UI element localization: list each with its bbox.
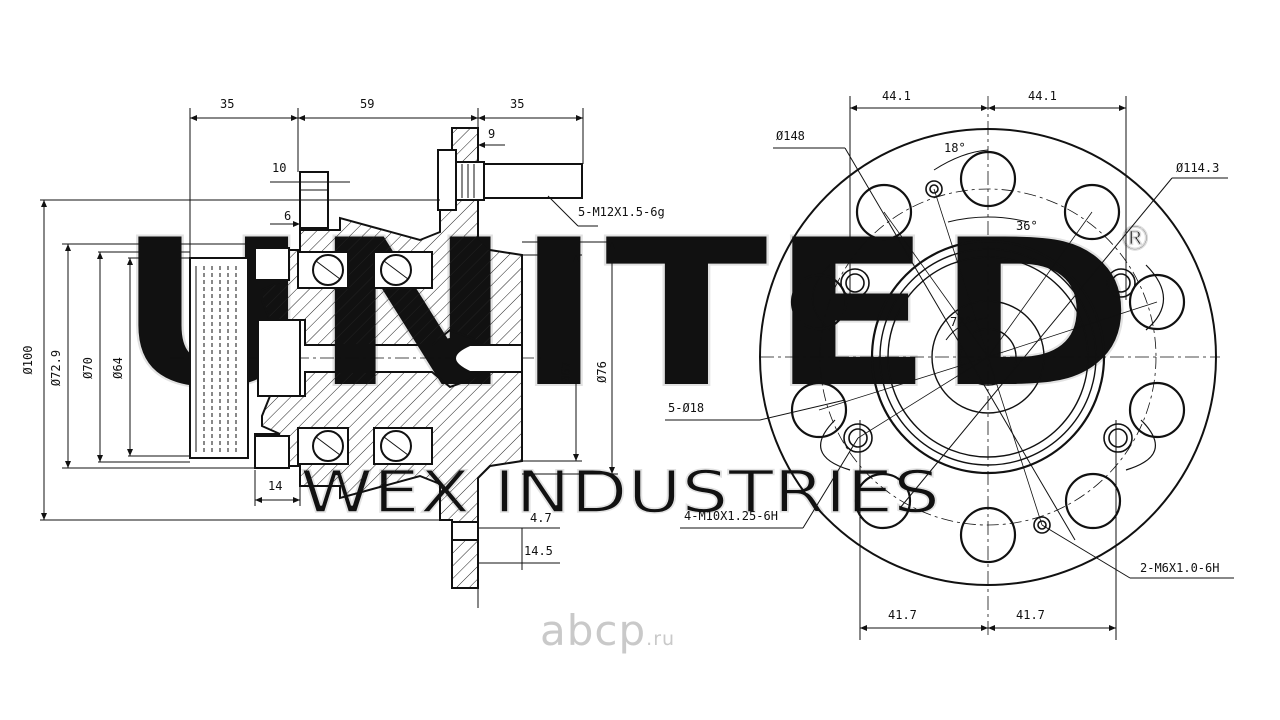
brand-suffix: .ru (646, 628, 676, 650)
angle-18-label: 18° (944, 141, 966, 155)
dim-bottom-4-7: 4.7 (530, 511, 552, 525)
dim-dia-76: Ø76 (595, 361, 609, 383)
holes-label: 5-Ø18 (668, 401, 704, 415)
tone-ring-teeth (195, 266, 237, 452)
dim-top-35-left: 35 (220, 97, 234, 111)
aux-hole-2 (1063, 183, 1121, 241)
dim-10: 10 (272, 161, 286, 175)
watermark: UNITED WEX INDUSTRIES ® (114, 195, 1153, 527)
side-view-labels: 35 59 35 9 10 6 5-M12X1.5-6g Ø100 Ø72.9 … (21, 97, 665, 558)
dim-dia-70: Ø70 (81, 357, 95, 379)
aux-hole-4 (1128, 381, 1186, 439)
seal-lower (254, 435, 290, 469)
registered-mark: ® (1118, 219, 1152, 259)
stud-hole-3 (1064, 472, 1122, 530)
dim-top-59: 59 (360, 97, 374, 111)
angle-36-label: 36° (1016, 219, 1038, 233)
m10-bolt-holes (840, 268, 1136, 453)
wheel-stud (437, 149, 583, 211)
outer-diameter-label: Ø148 (776, 129, 805, 143)
aux-hole-1 (855, 183, 913, 241)
hub-rim-2 (879, 248, 1097, 466)
bearing-upper-right (373, 251, 433, 289)
m6-holes (925, 180, 1051, 534)
front-view-dimensions (665, 96, 1234, 640)
front-view-labels: 44.1 44.1 41.7 41.7 Ø148 Ø114.3 18° 36° … (668, 89, 1219, 622)
small-holes-label: 2-M6X1.0-6H (1140, 561, 1219, 575)
dim-dia-100: Ø100 (21, 346, 35, 375)
hub-pilot (931, 300, 1045, 414)
hub-rim-1 (870, 239, 1106, 475)
stud-hole-4 (854, 472, 912, 530)
dim-top-44-1-left: 44.1 (882, 89, 911, 103)
hub-center-recess (257, 319, 301, 397)
dim-6: 6 (284, 209, 291, 223)
angle-arc-18 (933, 149, 989, 171)
aux-holes (790, 183, 1186, 564)
side-view-drawing (170, 127, 583, 589)
side-view-dimensions (40, 108, 618, 608)
hub-rim-3 (887, 256, 1089, 458)
bearing-upper-left (297, 251, 349, 289)
hub-right-recess (454, 344, 523, 373)
pcd-label: Ø114.3 (1176, 161, 1219, 175)
dim-bottom-41-7-right: 41.7 (1016, 608, 1045, 622)
pcd-circle (819, 188, 1157, 526)
hub-center (959, 328, 1017, 386)
angle-arc-36 (947, 216, 1029, 223)
stud-thread-label: 5-M12X1.5-6g (578, 205, 665, 219)
dim-dia-72-9: Ø72.9 (49, 350, 63, 386)
stud-holes (790, 150, 1186, 530)
front-view-drawing (759, 96, 1220, 635)
dim-dia-67: Ø67 (559, 361, 573, 383)
dim-top-35-right: 35 (510, 97, 524, 111)
bolt-holes-label: 4-M10X1.25-6H (684, 509, 778, 523)
stud-hole-5 (790, 273, 848, 331)
radial-lines (818, 188, 1158, 526)
bearing-lower-left (297, 427, 349, 465)
angle-arc-72 (945, 317, 989, 341)
outer-flange (759, 128, 1217, 586)
lower-stud-hole (451, 521, 479, 541)
dim-bottom-14-5: 14.5 (524, 544, 553, 558)
stud-hole-1 (959, 150, 1017, 208)
dim-top-44-1-right: 44.1 (1028, 89, 1057, 103)
brand-watermark: abcp.ru (540, 606, 675, 655)
dim-bottom-41-7-left: 41.7 (888, 608, 917, 622)
dim-dia-64: Ø64 (111, 357, 125, 379)
angle-72-label: 72° (950, 315, 972, 329)
stud-hole-2 (1128, 273, 1186, 331)
aux-hole-5 (790, 381, 848, 439)
abs-tone-ring (189, 257, 249, 459)
dim-bottom-14: 14 (268, 479, 282, 493)
brand-name: abcp (540, 606, 647, 655)
bearing-lower-right (373, 427, 433, 465)
seal-upper (254, 247, 290, 281)
flange-scallops (811, 264, 1165, 471)
aux-hole-3 (959, 506, 1017, 564)
dim-flange-9: 9 (488, 127, 495, 141)
